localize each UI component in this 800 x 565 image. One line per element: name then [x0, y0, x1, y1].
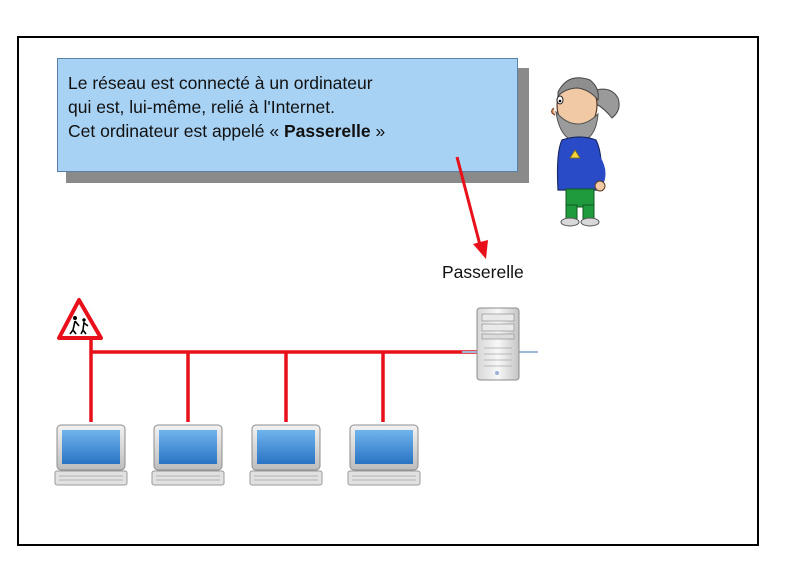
bearded-man-icon — [551, 77, 620, 227]
bubble-keyword-gateway: Passerelle — [283, 121, 371, 141]
desktop-computer-icon — [249, 424, 323, 486]
desktop-computer-icon — [54, 424, 128, 486]
desktop-computer-icon — [347, 424, 421, 486]
speech-bubble: Le réseau est connecté à un ordinateur q… — [57, 58, 518, 172]
bubble-line-1: Le réseau est connecté à un ordinateur — [68, 73, 373, 93]
server-tower-icon — [462, 307, 538, 381]
bubble-line-2: qui est, lui-même, relié à l'Internet. — [68, 97, 335, 117]
pointer-arrow — [455, 156, 488, 259]
bubble-line-3-prefix: Cet ordinateur est appelé « — [68, 121, 284, 141]
bubble-line-3-suffix: » — [370, 121, 386, 141]
children-crossing-sign-icon — [57, 298, 103, 340]
gateway-label: Passerelle — [442, 262, 524, 282]
network-cables — [89, 338, 478, 422]
desktop-computer-icon — [151, 424, 225, 486]
bubble-line-3: Cet ordinateur est appelé « Passerelle » — [68, 119, 507, 143]
